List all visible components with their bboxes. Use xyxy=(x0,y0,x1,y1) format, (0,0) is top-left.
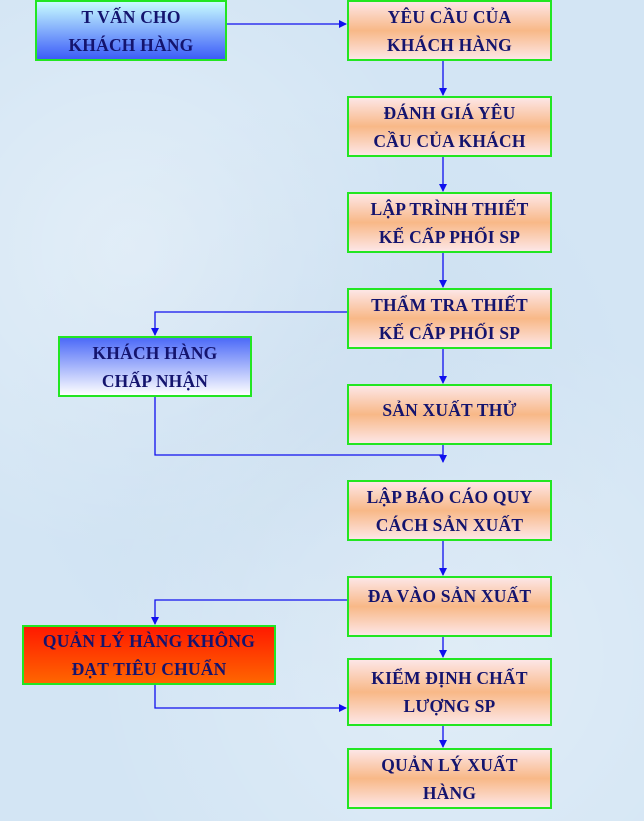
arrow-verify-to-customer xyxy=(151,311,347,336)
node-shipping: QUẢN LÝ XUẤT HÀNG xyxy=(347,748,552,809)
node-production: ĐA VÀO SẢN XUẤT xyxy=(347,576,552,637)
node-verify: THẨM TRA THIẾT KẾ CẤP PHỐI SP xyxy=(347,288,552,349)
arrow-production-to-nonconforming xyxy=(151,599,347,625)
node-evaluate: ĐÁNH GIÁ YÊU CẦU CỦA KHÁCH xyxy=(347,96,552,157)
node-quality: KIỂM ĐỊNH CHẤT LƯỢNG SP xyxy=(347,658,552,726)
node-nonconforming: QUẢN LÝ HÀNG KHÔNG ĐẠT TIÊU CHUẨN xyxy=(22,625,276,685)
node-customer-accept: KHÁCH HÀNG CHẤP NHẬN xyxy=(58,336,252,397)
arrow-nonconforming-to-quality xyxy=(154,684,347,712)
node-requirements: YÊU CẦU CỦA KHÁCH HÀNG xyxy=(347,0,552,61)
node-trial: SẢN XUẤT THỬ xyxy=(347,384,552,445)
node-consult: T VẤN CHO KHÁCH HÀNG xyxy=(35,0,227,61)
node-design: LẬP TRÌNH THIẾT KẾ CẤP PHỐI SP xyxy=(347,192,552,253)
arrow-customer-to-report xyxy=(154,396,443,456)
node-report: LẬP BÁO CÁO QUY CÁCH SẢN XUẤT xyxy=(347,480,552,541)
